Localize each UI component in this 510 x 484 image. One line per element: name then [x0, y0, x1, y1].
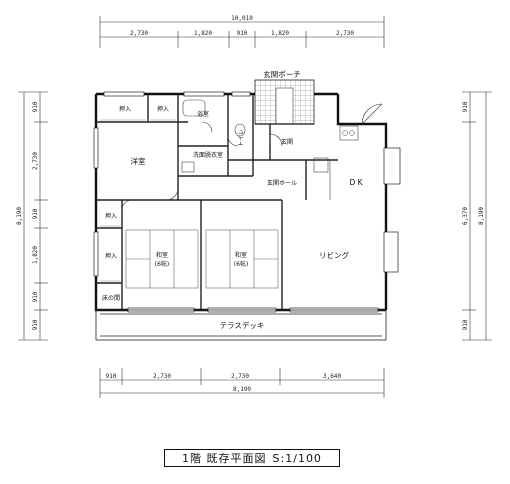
label-closet-3: 押入	[105, 212, 117, 220]
kitchen-stove	[339, 125, 359, 141]
label-bathroom: 浴室	[197, 110, 209, 118]
bottom-dimension-4: 3,640	[323, 373, 341, 380]
top-dimension-4: 1,820	[271, 30, 289, 37]
left-dimension-6: 910	[32, 319, 39, 330]
top-dimension-2: 1,820	[194, 30, 212, 37]
bottom-dimension-1: 910	[106, 373, 117, 380]
caption-title: 1階 既存平面図	[182, 452, 267, 465]
label-toilet: トイレ	[238, 129, 245, 147]
top-dimension-3: 910	[237, 30, 248, 37]
label-living: リビング	[319, 250, 349, 260]
bottom-dimension-3: 2,730	[231, 373, 249, 380]
stove-burner-2	[349, 130, 355, 136]
right-dimension-lines	[462, 91, 492, 341]
left-dimension-2: 2,730	[32, 152, 39, 170]
left-dimension-3: 910	[32, 208, 39, 219]
label-japanese-room-2: 和室	[235, 251, 247, 259]
tatami-lines	[125, 229, 279, 289]
outer-walls	[94, 92, 388, 312]
terrace-deck	[95, 309, 387, 341]
label-closet-4: 押入	[105, 252, 117, 260]
closet-markings	[100, 119, 176, 282]
top-dimension-lines	[99, 16, 385, 48]
right-dimension-2: 910	[462, 319, 469, 330]
interior-walls	[96, 94, 338, 310]
label-entrance-porch: 玄関ポーチ	[263, 69, 301, 79]
stove-burner-1	[342, 130, 348, 136]
label-japanese-room-1: 和室	[156, 251, 168, 259]
left-dimension-4: 1,820	[32, 246, 39, 264]
kitchen-sink	[313, 157, 329, 173]
label-tokonoma: 床の間	[102, 294, 120, 302]
bottom-dimension-lines	[99, 368, 385, 398]
left-dimension-5: 910	[32, 291, 39, 302]
label-washroom: 洗面脱衣室	[193, 151, 223, 159]
right-dimension-1: 910	[462, 101, 469, 112]
label-japanese-room-2-size: (6帖)	[234, 260, 249, 268]
bottom-dimension-2: 2,730	[153, 373, 171, 380]
label-western-room: 洋室	[131, 156, 146, 166]
label-entrance-hall: 玄関ホール	[267, 179, 297, 187]
door-swings	[121, 103, 383, 211]
bathtub	[182, 99, 206, 117]
right-total-dimension-a: 6,370	[462, 207, 469, 225]
label-terrace-deck: テラスデッキ	[220, 320, 265, 330]
top-total-dimension: 10,010	[231, 15, 253, 22]
left-dimension-1: 910	[32, 101, 39, 112]
top-dimension-5: 2,730	[336, 30, 354, 37]
label-closet-1: 押入	[119, 105, 131, 113]
drawing-caption: 1階 既存平面図 S:1/100	[164, 449, 340, 467]
washbasin	[181, 161, 195, 173]
label-japanese-room-1-size: (6帖)	[155, 260, 170, 268]
left-total-dimension: 8,190	[16, 207, 23, 225]
label-dk: D K	[349, 178, 363, 187]
bottom-total-dimension: 8,190	[233, 386, 251, 393]
porch-step	[275, 87, 294, 125]
toilet-fixture	[234, 123, 246, 137]
caption-scale: S:1/100	[272, 451, 322, 465]
label-entrance: 玄関	[281, 138, 293, 146]
top-dimension-1: 2,730	[130, 30, 148, 37]
label-closet-2: 押入	[157, 105, 169, 113]
right-total-dimension-b: 8,190	[478, 207, 485, 225]
left-dimension-lines	[18, 91, 48, 341]
